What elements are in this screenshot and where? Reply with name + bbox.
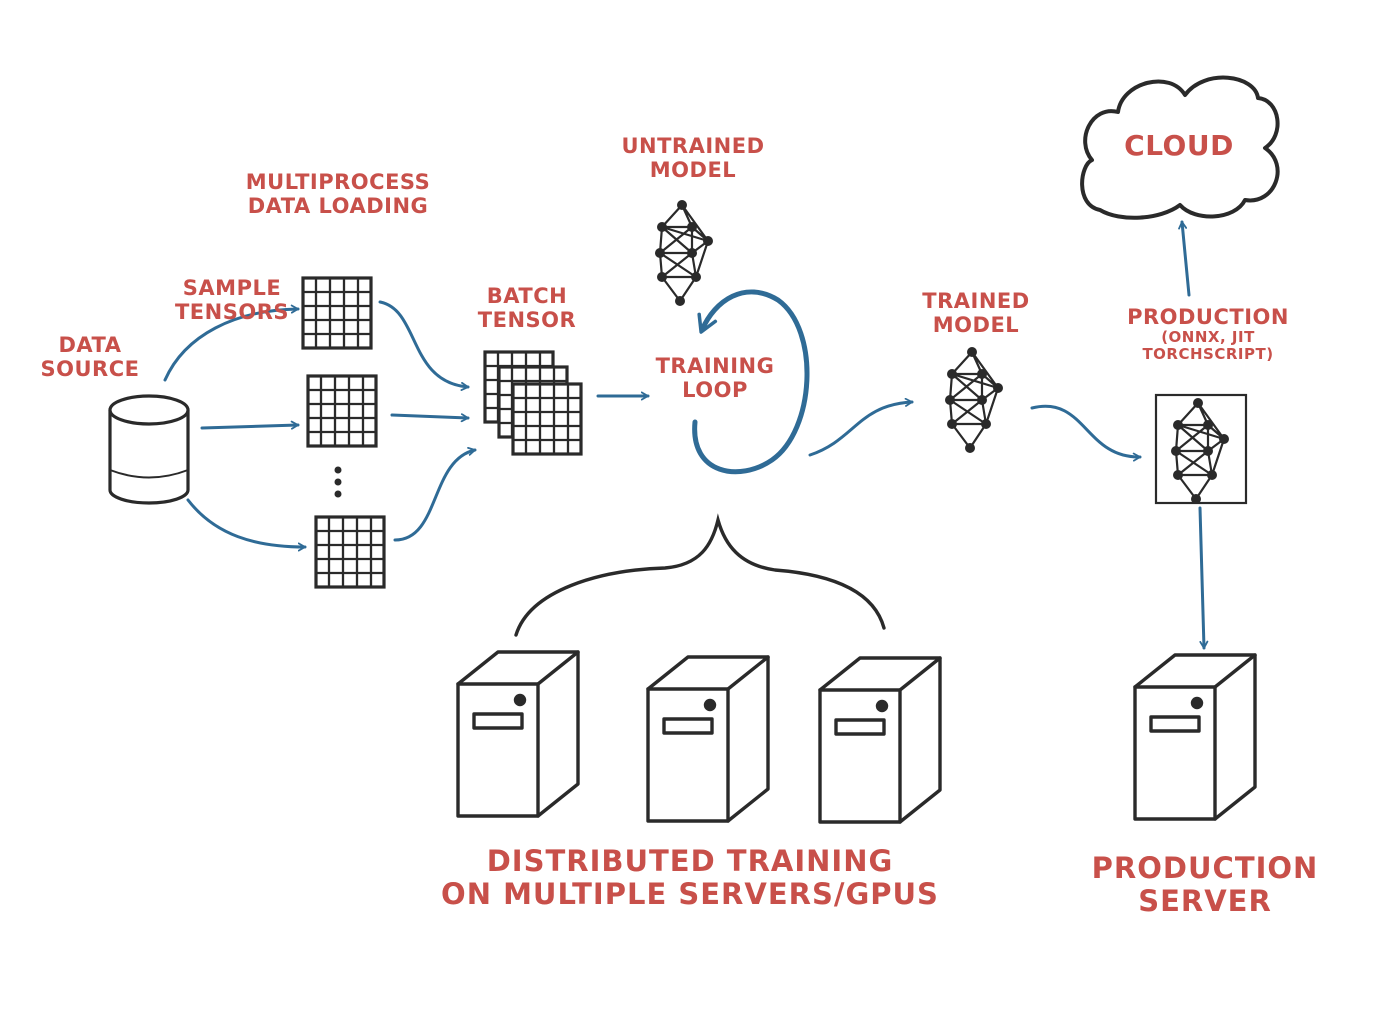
flow-arrows [163,220,1209,650]
production-model-icon [1154,393,1248,506]
sample-tensor-grid-icon [314,515,386,589]
trained-neural-network-icon [943,345,1005,455]
production-server-icon [1133,653,1257,821]
database-cylinder-icon [108,394,190,505]
cloud-label: CLOUD [1124,129,1234,162]
training-server-icon [646,655,770,823]
vertical-ellipsis-icon [334,466,342,498]
stacked-tensors-icon [483,350,583,456]
cloud-icon [1080,75,1280,220]
sample-tensor-grid-icon [301,276,373,350]
production-label: PRODUCTION (ONNX, JIT TORCHSCRIPT) [1127,305,1289,364]
untrained-neural-network-icon [653,198,715,308]
training-server-icon [818,656,942,824]
curly-brace [514,513,886,637]
training-server-icon [456,650,580,818]
circular-loop-arrow-icon [692,289,810,475]
sample-tensor-grid-icon [306,374,378,448]
